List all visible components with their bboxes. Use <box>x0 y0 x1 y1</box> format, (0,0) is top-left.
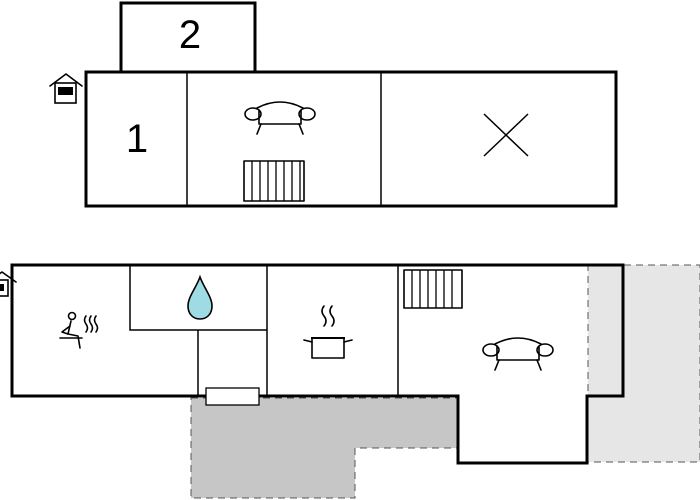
ground-floor <box>0 263 700 499</box>
radiator-icon <box>243 160 305 202</box>
sauna-icon <box>59 311 99 349</box>
cross-icon <box>483 113 529 157</box>
entrance-icon <box>0 271 17 297</box>
upper-floor-outline <box>84 70 618 208</box>
bedroom-2-number: 2 <box>179 13 201 57</box>
entrance-icon <box>49 73 83 104</box>
terrace <box>190 397 459 499</box>
upper-floor: 2 1 <box>49 1 618 208</box>
entrance-door <box>205 387 260 406</box>
bathroom-walls <box>129 265 267 331</box>
cooking-pot-icon <box>303 305 353 359</box>
outdoor-area <box>587 264 700 463</box>
sofa-icon <box>244 101 316 135</box>
water-drop-icon <box>187 274 213 320</box>
radiator-icon <box>403 269 463 309</box>
sofa-icon <box>482 337 554 371</box>
ground-floor-outline <box>10 263 625 465</box>
bedroom-1-number: 1 <box>126 117 148 161</box>
